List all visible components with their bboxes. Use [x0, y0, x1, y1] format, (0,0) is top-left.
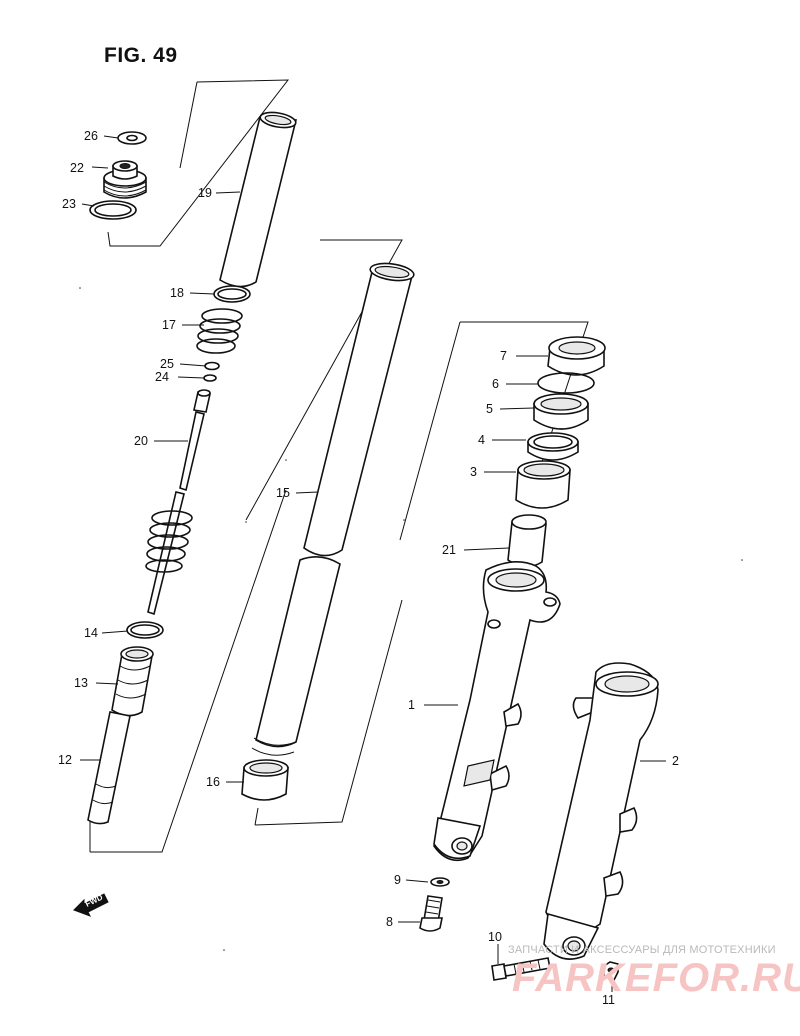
part-1-outer-tube-left — [433, 561, 561, 862]
part-2-outer-tube-right — [543, 662, 659, 960]
callout-22: 22 — [70, 161, 84, 175]
group-bracket-tube-left — [254, 807, 259, 826]
part-22-cap-bolt — [103, 160, 147, 199]
part-24-ring — [203, 374, 217, 382]
group-bracket-inner — [90, 81, 287, 853]
part-10-axle-bolt — [491, 957, 551, 981]
callout-19: 19 — [198, 186, 212, 200]
callout-8: 8 — [386, 915, 393, 929]
callout-23: 23 — [62, 197, 76, 211]
part-20-damper-rod — [147, 389, 211, 616]
callout-15: 15 — [276, 486, 290, 500]
callout-4: 4 — [478, 433, 485, 447]
part-14-ring — [126, 621, 164, 639]
part-16-guide-bush — [241, 759, 289, 801]
part-6-circlip — [537, 372, 595, 394]
part-7-dust-seal — [547, 336, 606, 376]
part-11-nut — [603, 961, 619, 982]
group-bracket-tube — [245, 239, 403, 826]
callout-9: 9 — [394, 873, 401, 887]
callout-7: 7 — [500, 349, 507, 363]
scan-specks — [79, 287, 743, 951]
figure-title: FIG. 49 — [104, 44, 178, 67]
part-26-washer — [117, 131, 147, 145]
callout-labels: 26 22 23 19 18 17 25 24 20 14 13 12 15 1… — [58, 129, 679, 1007]
part-12-damper-cylinder — [87, 711, 131, 825]
part-15-inner-tube — [251, 262, 415, 756]
callout-1: 1 — [408, 698, 415, 712]
callout-17: 17 — [162, 318, 176, 332]
callout-5: 5 — [486, 402, 493, 416]
part-4-seal-washer — [527, 432, 579, 461]
watermark-logo: FARKEFOR.RU — [512, 956, 800, 1000]
callout-6: 6 — [492, 377, 499, 391]
callout-16: 16 — [206, 775, 220, 789]
part-8-bolt — [419, 895, 443, 932]
callout-21: 21 — [442, 543, 456, 557]
watermark-caption: ЗАПЧАСТИ И АКСЕССУАРЫ ДЛЯ МОТОТЕХНИКИ — [508, 944, 776, 956]
callout-20: 20 — [134, 434, 148, 448]
part-17-spring — [196, 308, 243, 354]
callout-11: 11 — [602, 993, 615, 1007]
callout-2: 2 — [672, 754, 679, 768]
leader-lines — [80, 135, 666, 992]
part-19-spacer-tube — [219, 111, 298, 288]
callout-3: 3 — [470, 465, 477, 479]
callout-12: 12 — [58, 753, 72, 767]
part-23-o-ring — [89, 200, 137, 220]
callout-24: 24 — [155, 370, 169, 384]
part-21-slide-bush-top — [507, 514, 547, 568]
part-25-ring — [204, 361, 220, 371]
callout-26: 26 — [84, 129, 98, 143]
callout-18: 18 — [170, 286, 184, 300]
part-rebound-spring — [145, 510, 193, 573]
part-5-oil-seal — [533, 393, 589, 430]
fwd-arrow-icon: FWD — [73, 893, 109, 917]
callout-25: 25 — [160, 357, 174, 371]
part-18-washer — [213, 285, 251, 303]
part-3-slide-bush — [515, 460, 571, 509]
callout-10: 10 — [488, 930, 502, 944]
part-9-washer — [430, 877, 450, 887]
callout-13: 13 — [74, 676, 88, 690]
part-13-oil-lock — [111, 646, 154, 717]
group-bracket-cap — [107, 79, 290, 247]
callout-14: 14 — [84, 626, 98, 640]
